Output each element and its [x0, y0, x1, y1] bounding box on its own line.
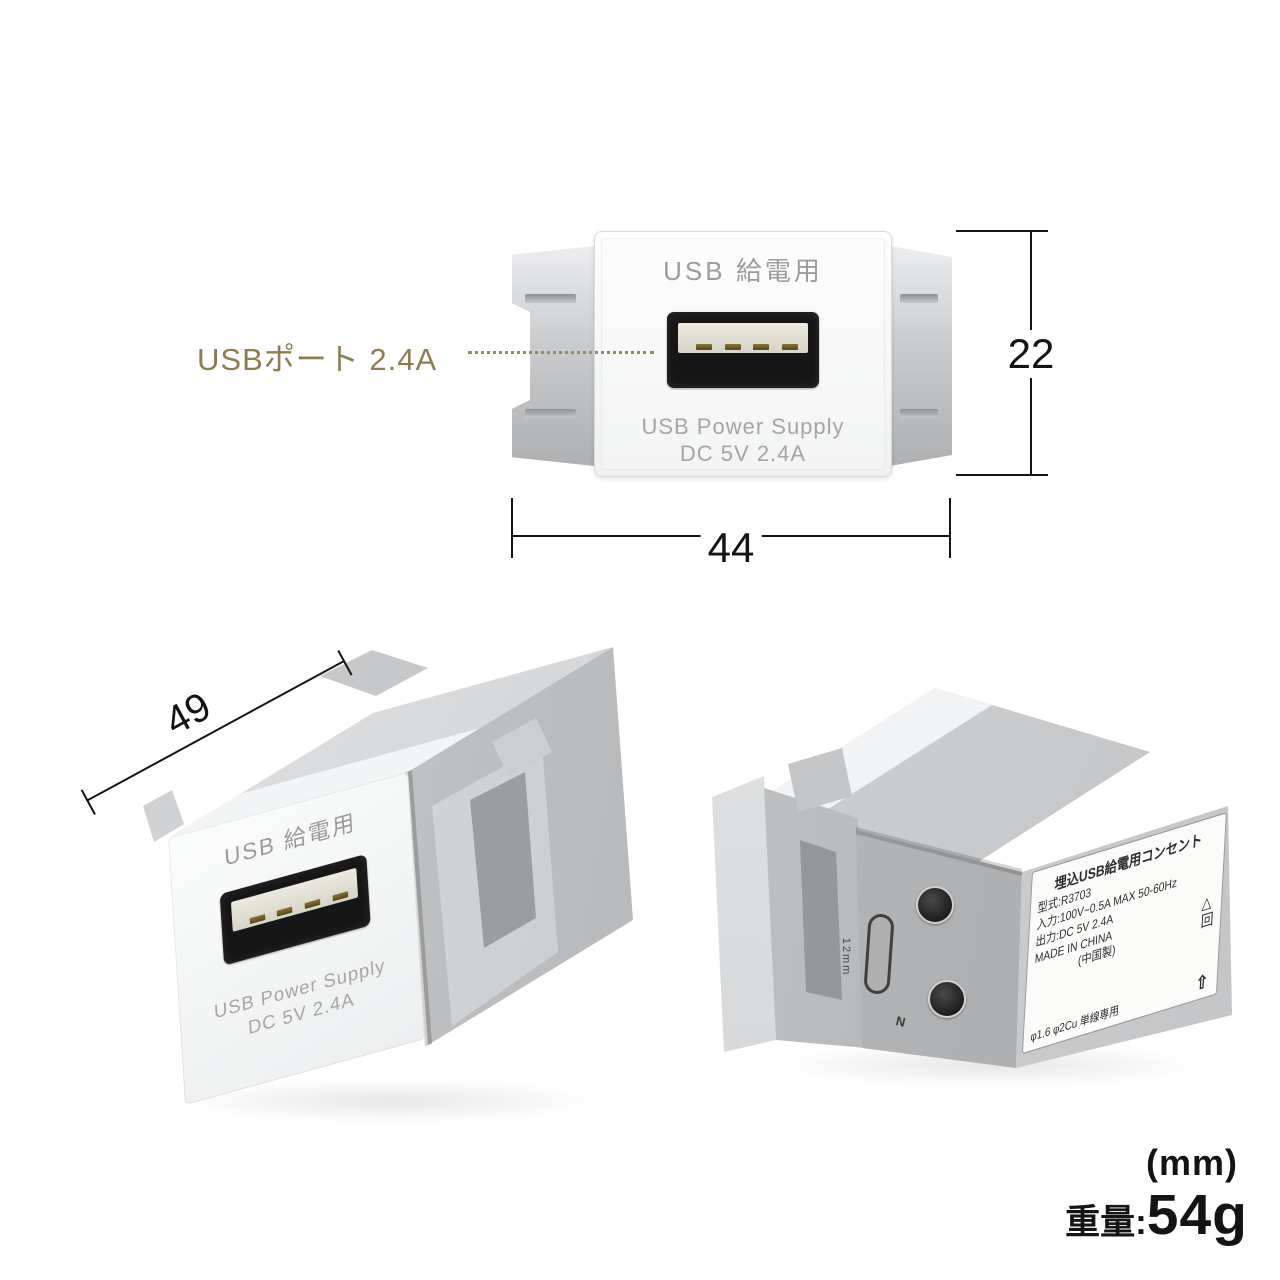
cert-marks: △ 回 — [1200, 892, 1215, 931]
usb-contact — [724, 344, 741, 350]
weight-value: 54g — [1146, 1183, 1248, 1247]
usb-tongue — [230, 867, 358, 932]
dim-tick — [956, 230, 1048, 232]
front-faceplate: USB 給電用 USB Power Supply DC 5V 2.4A — [594, 231, 892, 477]
power-label-line2: DC 5V 2.4A — [679, 441, 807, 466]
clip-slot — [899, 408, 939, 418]
wire-hole — [928, 980, 966, 1018]
wire-release-slot — [863, 913, 895, 995]
mounting-clip-right — [890, 246, 952, 466]
usb-contact — [782, 344, 798, 350]
weight-label: 重量: — [1065, 1203, 1147, 1242]
mounting-clip-left — [512, 246, 594, 466]
dim-value-width: 44 — [700, 524, 762, 572]
dim-tick — [80, 789, 96, 815]
usb-contact — [304, 898, 321, 910]
cert-square-icon: 回 — [1200, 909, 1214, 932]
usb-contact — [249, 914, 266, 925]
weight-note: 重量:54g — [990, 1182, 1248, 1248]
usb-port-callout: USBポート 2.4A — [197, 342, 438, 377]
dim-value-depth: 49 — [157, 684, 219, 745]
clip-slot — [899, 294, 939, 304]
clip-slot — [525, 294, 576, 304]
usb-contact — [332, 891, 348, 902]
dim-value-height: 22 — [1000, 330, 1062, 378]
usb-port — [667, 312, 819, 388]
usb-contact — [753, 344, 770, 350]
usb-contact — [696, 344, 713, 350]
usb-port — [219, 854, 371, 966]
clip-slot — [525, 408, 576, 418]
front-title: USB 給電用 — [663, 256, 823, 286]
wire-hole — [916, 886, 954, 924]
dim-tick — [949, 498, 951, 558]
usb-tongue — [678, 323, 808, 353]
callout-leader-line — [468, 351, 654, 354]
unit-note-mm: (mm) — [1146, 1142, 1238, 1183]
strip-gauge-marking: 12mm — [840, 937, 852, 977]
up-arrow-icon: ⇧ — [1195, 971, 1209, 996]
dim-tick — [511, 498, 513, 558]
power-label-line1: USB Power Supply — [641, 414, 845, 439]
usb-contact — [276, 906, 293, 917]
dim-tick — [956, 474, 1048, 476]
